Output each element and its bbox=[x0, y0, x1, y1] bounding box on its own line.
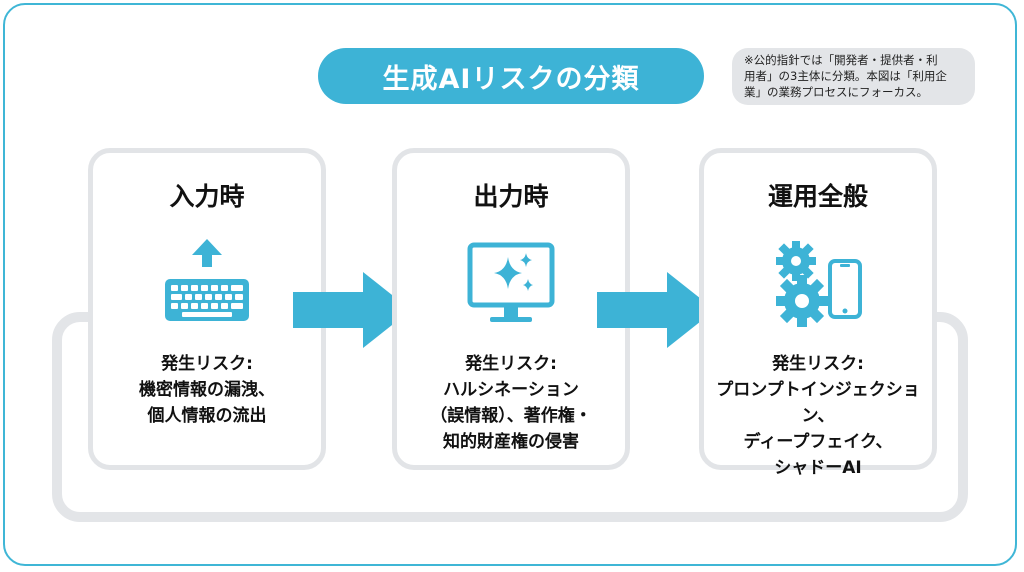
note-line: 業」の業務プロセスにフォーカス。 bbox=[744, 85, 928, 99]
risk-label: 発生リスク: bbox=[465, 354, 557, 374]
keyboard-upload-icon bbox=[93, 235, 321, 335]
stage-card-output: 出力時 発生リスク: ハルシネーション （誤情報）、著作権・ 知的財産権の侵害 bbox=[392, 148, 630, 470]
risk-item: 個人情報の流出 bbox=[147, 406, 267, 426]
note-line: 用者」の3主体に分類。本図は「利用企 bbox=[744, 69, 947, 83]
stage-title: 入力時 bbox=[169, 182, 245, 211]
note-box: ※公的指針では「開発者・提供者・利 用者」の3主体に分類。本図は「利用企 業」の… bbox=[732, 48, 975, 105]
risk-item: 知的財産権の侵害 bbox=[443, 432, 579, 452]
diagram-title: 生成AIリスクの分類 bbox=[318, 48, 704, 104]
risk-item: プロンプトインジェクション、 bbox=[716, 380, 920, 426]
risk-text: 発生リスク: ハルシネーション （誤情報）、著作権・ 知的財産権の侵害 bbox=[397, 351, 625, 455]
risk-label: 発生リスク: bbox=[772, 354, 864, 374]
note-line: ※公的指針では「開発者・提供者・利 bbox=[744, 53, 938, 67]
gears-smartphone-icon bbox=[704, 235, 932, 335]
stage-title: 出力時 bbox=[473, 182, 549, 211]
risk-item: シャドーAI bbox=[774, 458, 862, 478]
flow-arrow-icon bbox=[597, 272, 717, 352]
risk-item: （誤情報）、著作権・ bbox=[430, 406, 592, 426]
flow-arrow-icon bbox=[293, 272, 413, 352]
risk-item: ディープフェイク、 bbox=[743, 432, 893, 452]
risk-item: 機密情報の漏洩、 bbox=[139, 380, 275, 400]
risk-text: 発生リスク: 機密情報の漏洩、 個人情報の流出 bbox=[93, 351, 321, 429]
risk-text: 発生リスク: プロンプトインジェクション、 ディープフェイク、 シャドーAI bbox=[704, 351, 932, 481]
stage-card-operation: 運用全般 bbox=[699, 148, 937, 478]
risk-item: ハルシネーション bbox=[443, 380, 579, 400]
monitor-sparkle-icon bbox=[397, 235, 625, 335]
stage-title: 運用全般 bbox=[767, 182, 868, 211]
risk-label: 発生リスク: bbox=[161, 354, 253, 374]
stage-card-input: 入力時 発生リスク: 機密情報の漏洩、 個人情報 bbox=[88, 148, 326, 470]
